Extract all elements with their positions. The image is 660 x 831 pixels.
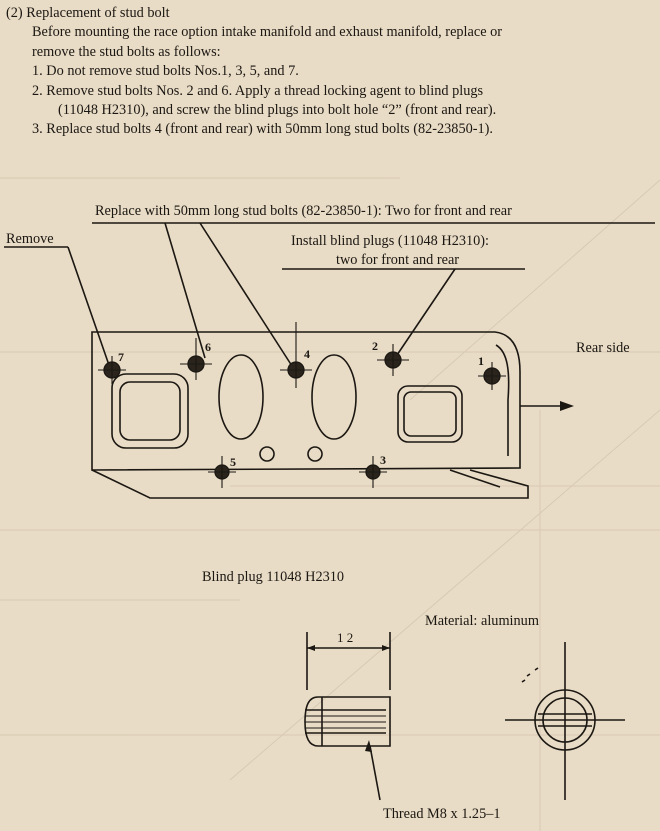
rear-side-label: Rear side xyxy=(576,340,630,356)
dimension-label: 1 2 xyxy=(337,630,354,645)
bolt-label-7: 7 xyxy=(118,350,124,364)
remove-label: Remove xyxy=(6,231,54,247)
thread-label: Thread M8 x 1.25–1 xyxy=(383,806,501,822)
blind-plug-end-view xyxy=(505,642,625,800)
blind-plug-caption: Blind plug 11048 H2310 xyxy=(202,569,345,585)
bolt-label-3: 3 xyxy=(380,453,386,467)
bolt-label-5: 5 xyxy=(230,455,236,469)
material-label: Material: aluminum xyxy=(425,613,539,629)
step-3: 3. Replace stud bolts 4 (front and rear)… xyxy=(32,121,493,138)
blind-plug-side-view xyxy=(304,632,391,801)
bolt-label-1: 1 xyxy=(478,354,484,368)
replace-stud-label: Replace with 50mm long stud bolts (82-23… xyxy=(95,203,512,219)
bolt-label-4: 4 xyxy=(304,347,310,361)
step-2-line-1: 2. Remove stud bolts Nos. 2 and 6. Apply… xyxy=(32,82,484,99)
intro-line-1: Before mounting the race option intake m… xyxy=(32,24,503,41)
rear-arrow xyxy=(560,401,574,411)
bolt-label-2: 2 xyxy=(372,339,378,353)
install-plug-label-2: two for front and rear xyxy=(336,252,460,268)
install-plug-label-1: Install blind plugs (11048 H2310): xyxy=(291,233,490,249)
bolt-label-6: 6 xyxy=(205,340,211,354)
intro-line-2: remove the stud bolts as follows: xyxy=(32,43,221,60)
step-1: 1. Do not remove stud bolts Nos.1, 3, 5,… xyxy=(32,63,299,80)
step-2-line-2: (11048 H2310), and screw the blind plugs… xyxy=(58,102,497,119)
section-heading: (2) Replacement of stud bolt xyxy=(6,5,170,21)
instruction-text: (2) Replacement of stud bolt Before moun… xyxy=(6,4,656,140)
